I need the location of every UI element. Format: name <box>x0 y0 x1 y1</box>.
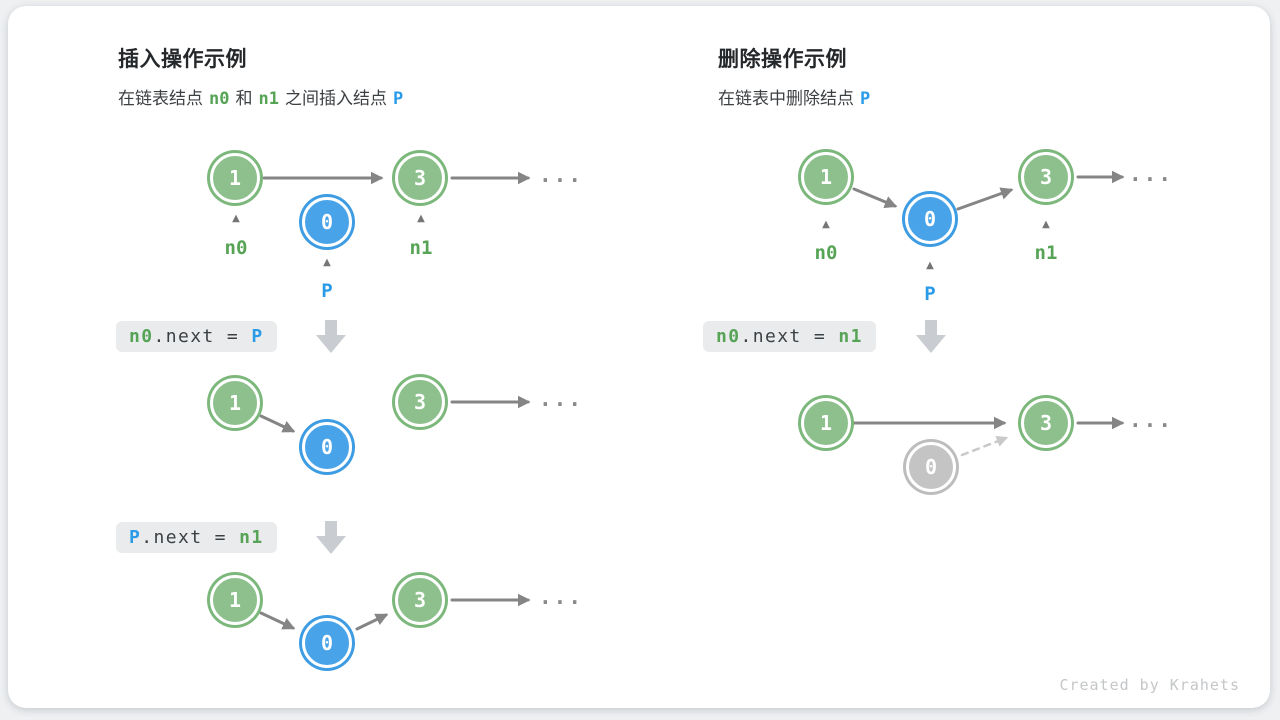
subtitle-text: 在链表中删除结点 <box>718 89 854 109</box>
list-node-p: 0 <box>905 194 955 244</box>
credit-watermark: Created by Krahets <box>1059 676 1240 694</box>
list-node-1: 1 <box>210 575 260 625</box>
pointer-caret-icon: ▲ <box>822 219 830 230</box>
pointer-caret-icon: ▲ <box>232 213 240 224</box>
code-text: .next = <box>153 326 252 347</box>
subtitle-text: 和 <box>235 89 253 109</box>
pointer-label-n1: n1 <box>409 237 433 259</box>
ellipsis: ... <box>539 585 583 610</box>
pointer-label-p: P <box>321 280 333 302</box>
code-token-rhs: P <box>251 326 264 347</box>
list-node-1: 1 <box>210 378 260 428</box>
code-token-rhs: n1 <box>239 527 264 548</box>
list-node-p: 0 <box>302 618 352 668</box>
pointer-caret-icon: ▲ <box>417 213 425 224</box>
pointer-caret-icon: ▲ <box>926 260 934 271</box>
right-section-title: 删除操作示例 <box>718 47 847 71</box>
code-token-rhs: n1 <box>838 326 863 347</box>
list-node-3: 3 <box>1021 152 1071 202</box>
code-text: .next = <box>740 326 839 347</box>
token-n0: n0 <box>209 89 230 109</box>
ellipsis: ... <box>539 163 583 188</box>
list-node-3: 3 <box>395 377 445 427</box>
pointer-label-n0: n0 <box>814 242 838 264</box>
ellipsis: ... <box>1129 408 1173 433</box>
code-token-lhs: P <box>129 527 142 548</box>
code-statement-n0-next-n1: n0.next = n1 <box>703 321 876 352</box>
list-node-3: 3 <box>1021 398 1071 448</box>
code-token-lhs: n0 <box>129 326 154 347</box>
pointer-caret-icon: ▲ <box>1042 219 1050 230</box>
pointer-label-p: P <box>924 283 936 305</box>
code-statement-p-next-n1: P.next = n1 <box>116 522 277 553</box>
code-statement-n0-next-p: n0.next = P <box>116 321 277 352</box>
pointer-caret-icon: ▲ <box>323 257 331 268</box>
code-text: .next = <box>141 527 240 548</box>
background-card <box>8 6 1270 708</box>
subtitle-text: 之间插入结点 <box>284 89 387 109</box>
ellipsis: ... <box>539 387 583 412</box>
token-p: P <box>860 89 871 109</box>
pointer-label-n1: n1 <box>1034 242 1058 264</box>
subtitle-text: 在链表结点 <box>118 89 203 109</box>
list-node-p: 0 <box>302 422 352 472</box>
token-p: P <box>392 89 404 109</box>
left-section-title: 插入操作示例 <box>118 47 247 71</box>
pointer-label-n0: n0 <box>224 237 248 259</box>
token-n1: n1 <box>258 89 279 109</box>
code-token-lhs: n0 <box>716 326 741 347</box>
list-node-1: 1 <box>801 398 851 448</box>
list-node-3: 3 <box>395 575 445 625</box>
list-node-1: 1 <box>210 153 260 203</box>
list-node-1: 1 <box>801 152 851 202</box>
ellipsis: ... <box>1129 162 1173 187</box>
list-node-p: 0 <box>302 197 352 247</box>
right-section-subtitle: 在链表中删除结点 P <box>718 84 876 109</box>
list-node-p-removed: 0 <box>906 442 956 492</box>
list-node-3: 3 <box>395 153 445 203</box>
